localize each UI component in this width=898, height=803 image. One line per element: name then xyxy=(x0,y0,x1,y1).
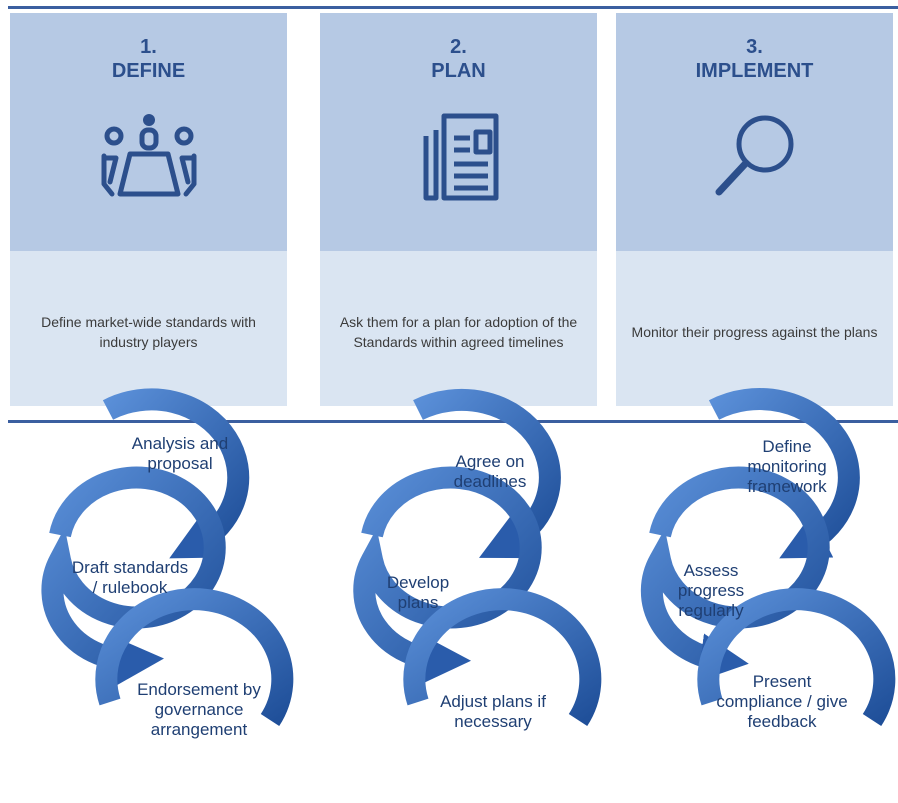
cycle-arrow xyxy=(102,388,250,559)
column-define: 1. DEFINE Define market-wide standards w… xyxy=(10,13,287,406)
column-title: PLAN xyxy=(431,60,486,82)
cycle-arrow xyxy=(708,388,860,559)
cycle-ring xyxy=(403,588,602,726)
column-description: Monitor their progress against the plans xyxy=(616,251,893,406)
top-rule xyxy=(8,6,898,9)
column-header: 3. IMPLEMENT xyxy=(616,13,893,251)
column-implement: 3. IMPLEMENT Monitor their progress agai… xyxy=(616,13,893,406)
column-number: 1. xyxy=(140,36,157,58)
middle-rule xyxy=(8,420,898,423)
step-label: Draft standards / rulebook xyxy=(71,558,189,597)
column-description: Define market-wide standards with indust… xyxy=(10,251,287,406)
cycle-ring xyxy=(697,588,896,726)
step-label: Develop plans xyxy=(386,573,450,612)
step-label: Assess progress regularly xyxy=(677,561,745,620)
column-description: Ask them for a plan for adoption of the … xyxy=(320,251,597,406)
step-label: Adjust plans if necessary xyxy=(440,692,546,731)
step-label: Analysis and proposal xyxy=(131,434,229,473)
column-number: 3. xyxy=(746,36,763,58)
column-header: 2. PLAN xyxy=(320,13,597,251)
column-header: 1. DEFINE xyxy=(10,13,287,251)
step-label: Present compliance / give feedback xyxy=(716,672,848,731)
column-title: IMPLEMENT xyxy=(695,60,814,82)
cycle-arrow xyxy=(353,466,542,684)
column-title: DEFINE xyxy=(111,60,186,82)
step-label: Define monitoring framework xyxy=(747,437,827,496)
step-label: Agree on deadlines xyxy=(453,452,527,491)
cycle-ring xyxy=(95,588,294,726)
column-plan: 2. PLAN Ask them for a plan for adoption… xyxy=(320,13,597,406)
magnifier-icon xyxy=(616,101,893,211)
step-label: Endorsement by governance arrangement xyxy=(137,680,261,739)
meeting-table-icon xyxy=(10,101,287,211)
document-icon xyxy=(320,101,597,211)
column-number: 2. xyxy=(450,36,467,58)
